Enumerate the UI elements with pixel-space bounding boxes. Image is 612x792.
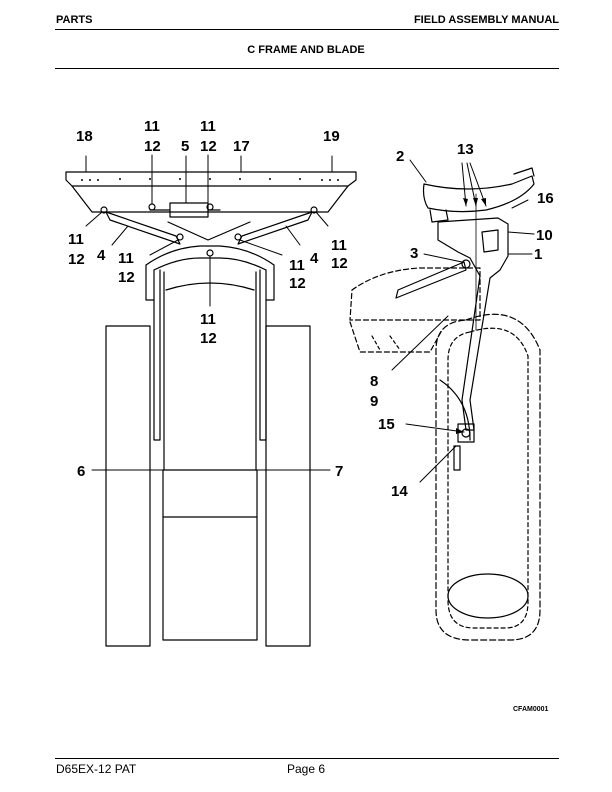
tractor-outline-lower [349, 321, 443, 353]
footer-model: D65EX-12 PAT [56, 762, 137, 776]
callout-12f: 12 [331, 255, 348, 272]
callout-12d: 12 [118, 269, 135, 286]
callout-12c: 12 [68, 251, 85, 268]
callout-12b: 12 [200, 138, 217, 155]
callout-4b: 4 [310, 250, 319, 267]
callout-15: 15 [378, 416, 395, 433]
callout-19: 19 [323, 128, 340, 145]
c-frame-front [145, 245, 275, 266]
callout-11c: 11 [68, 231, 84, 248]
callout-11f: 11 [331, 237, 347, 254]
pins [100, 203, 318, 257]
callout-11e: 11 [289, 257, 305, 274]
sprocket [447, 573, 529, 619]
c-frame-right-arm [259, 269, 267, 441]
top-view [65, 154, 357, 647]
header-manual-title: FIELD ASSEMBLY MANUAL [413, 14, 559, 26]
side-track-inner [447, 327, 529, 629]
callout-16: 16 [537, 190, 554, 207]
callout-12g: 12 [200, 330, 217, 347]
callout-3: 3 [410, 245, 418, 262]
header-section-label: PARTS [56, 14, 93, 26]
callout-17: 17 [233, 138, 250, 155]
callout-11a: 11 [144, 118, 160, 135]
left-track [105, 325, 151, 647]
c-frame-left-arm [153, 269, 161, 441]
page-title: C FRAME AND BLADE [247, 44, 365, 56]
tractor-body-sides [163, 271, 257, 471]
callout-9: 9 [370, 393, 378, 410]
c-frame-corners [145, 264, 275, 301]
callout-11b: 11 [200, 118, 216, 135]
top-view-leaders [85, 154, 333, 471]
blade-lug [429, 209, 449, 223]
callout-11g: 11 [200, 311, 216, 328]
callout-5: 5 [181, 138, 189, 155]
callout-6: 6 [77, 463, 85, 480]
blade-side [422, 175, 535, 213]
header-rule [55, 29, 559, 30]
tractor-detail [371, 335, 401, 351]
c-frame-bracket [481, 229, 499, 253]
lift-arm [395, 261, 467, 299]
callout-7: 7 [335, 463, 343, 480]
page-number: Page 6 [287, 762, 326, 776]
title-rule [55, 68, 559, 69]
lift-arm-pin [461, 259, 471, 269]
tractor-outline [349, 267, 481, 321]
callout-12a: 12 [144, 138, 161, 155]
figure-id: CFAM0001 [513, 706, 549, 713]
callout-18: 18 [76, 128, 93, 145]
side-view-leaders [391, 159, 535, 483]
left-brace [105, 211, 181, 245]
callout-13: 13 [457, 141, 474, 158]
callout-1: 1 [534, 246, 542, 263]
pivot-pin [461, 428, 471, 438]
side-track [435, 313, 541, 641]
callout-2: 2 [396, 148, 404, 165]
blade-top-edge [513, 167, 535, 177]
callout-8: 8 [370, 373, 378, 390]
tractor-body-rear [162, 469, 258, 641]
callout-14: 14 [391, 483, 408, 500]
tilt-cylinder [169, 202, 209, 218]
callout-11d: 11 [118, 250, 134, 267]
callout-numbers: 18 11 12 5 11 12 17 19 11 12 4 11 12 11 … [68, 118, 554, 500]
blade-bolts [81, 178, 339, 181]
side-view [349, 159, 541, 641]
trunnion-cap [453, 445, 461, 471]
callout-12e: 12 [289, 275, 306, 292]
right-brace [237, 211, 313, 245]
callout-4a: 4 [97, 247, 106, 264]
center-link [167, 221, 251, 241]
side-view-arrowheads [456, 198, 486, 434]
footer-rule [55, 758, 559, 759]
callout-10: 10 [536, 227, 553, 244]
right-track [265, 325, 311, 647]
blade-body [71, 185, 349, 213]
